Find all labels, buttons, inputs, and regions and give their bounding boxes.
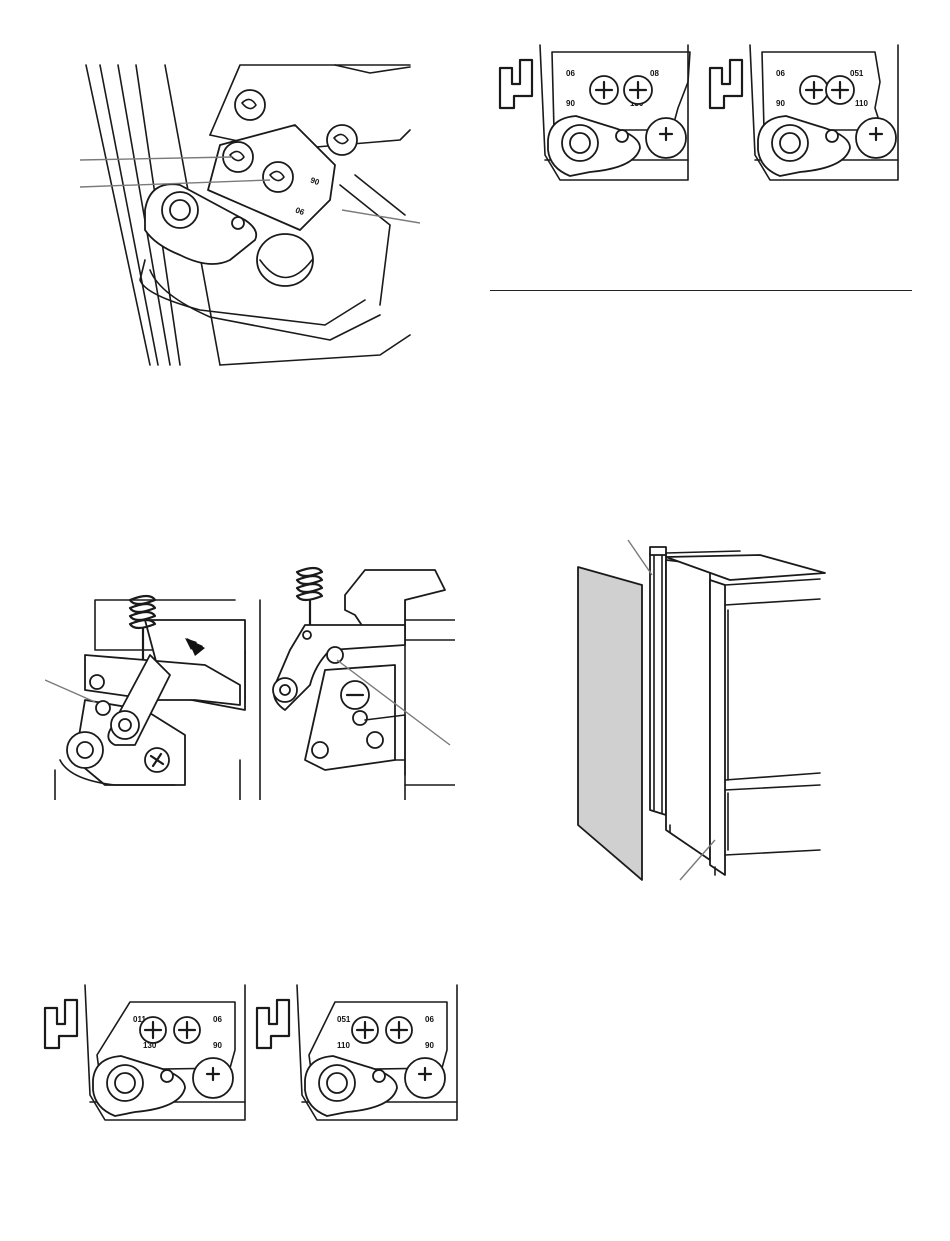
plate-marking: 06 [566, 69, 575, 78]
hinge-plate-right: 06 051 90 110 [710, 45, 898, 180]
hinge-plate-pair-top: 06 08 90 130 06 051 [490, 40, 910, 190]
spring-hinge-left-figure [45, 560, 250, 800]
hinge-plate-pair-bottom: 011 06 130 90 051 06 [35, 980, 460, 1130]
plate-marking: 06 [776, 69, 785, 78]
plate-marking: 051 [850, 69, 864, 78]
phillips-screw-icon [826, 76, 854, 104]
plate-marking: 06 [425, 1015, 434, 1024]
side-panel [578, 567, 642, 880]
side-panel-installation-figure [570, 535, 832, 885]
screw-icon [327, 125, 357, 155]
screw-icon [235, 90, 265, 120]
plate-marking: 06 [213, 1015, 222, 1024]
phillips-screw-icon [174, 1017, 200, 1043]
filler-strip [650, 547, 666, 815]
phillips-screw-icon [386, 1017, 412, 1043]
hinge-plate-right: 051 06 110 90 [257, 985, 457, 1120]
phillips-screw-icon [624, 76, 652, 104]
phillips-screw-icon [590, 76, 618, 104]
plate-marking: 110 [337, 1041, 350, 1050]
plate-marking: 90 [776, 99, 785, 108]
plate-marking: 051 [337, 1015, 351, 1024]
phillips-screw-icon [800, 76, 828, 104]
section-divider [490, 290, 912, 291]
hinge-plate-left: 06 08 90 130 [500, 45, 690, 180]
screw-icon [341, 681, 369, 709]
plate-marking: 08 [650, 69, 659, 78]
spring-hinge-right-figure [255, 560, 455, 800]
plate-marking: 110 [855, 99, 868, 108]
hinge-detail-figure: 06 90 06 [80, 55, 420, 370]
phillips-screw-icon [140, 1017, 166, 1043]
phillips-screw-icon [352, 1017, 378, 1043]
plate-marking: 90 [425, 1041, 434, 1050]
hinge-plate-left: 011 06 130 90 [45, 985, 245, 1120]
plate-marking: 90 [213, 1041, 222, 1050]
plate-marking: 90 [566, 99, 575, 108]
screw-icon [263, 162, 293, 192]
